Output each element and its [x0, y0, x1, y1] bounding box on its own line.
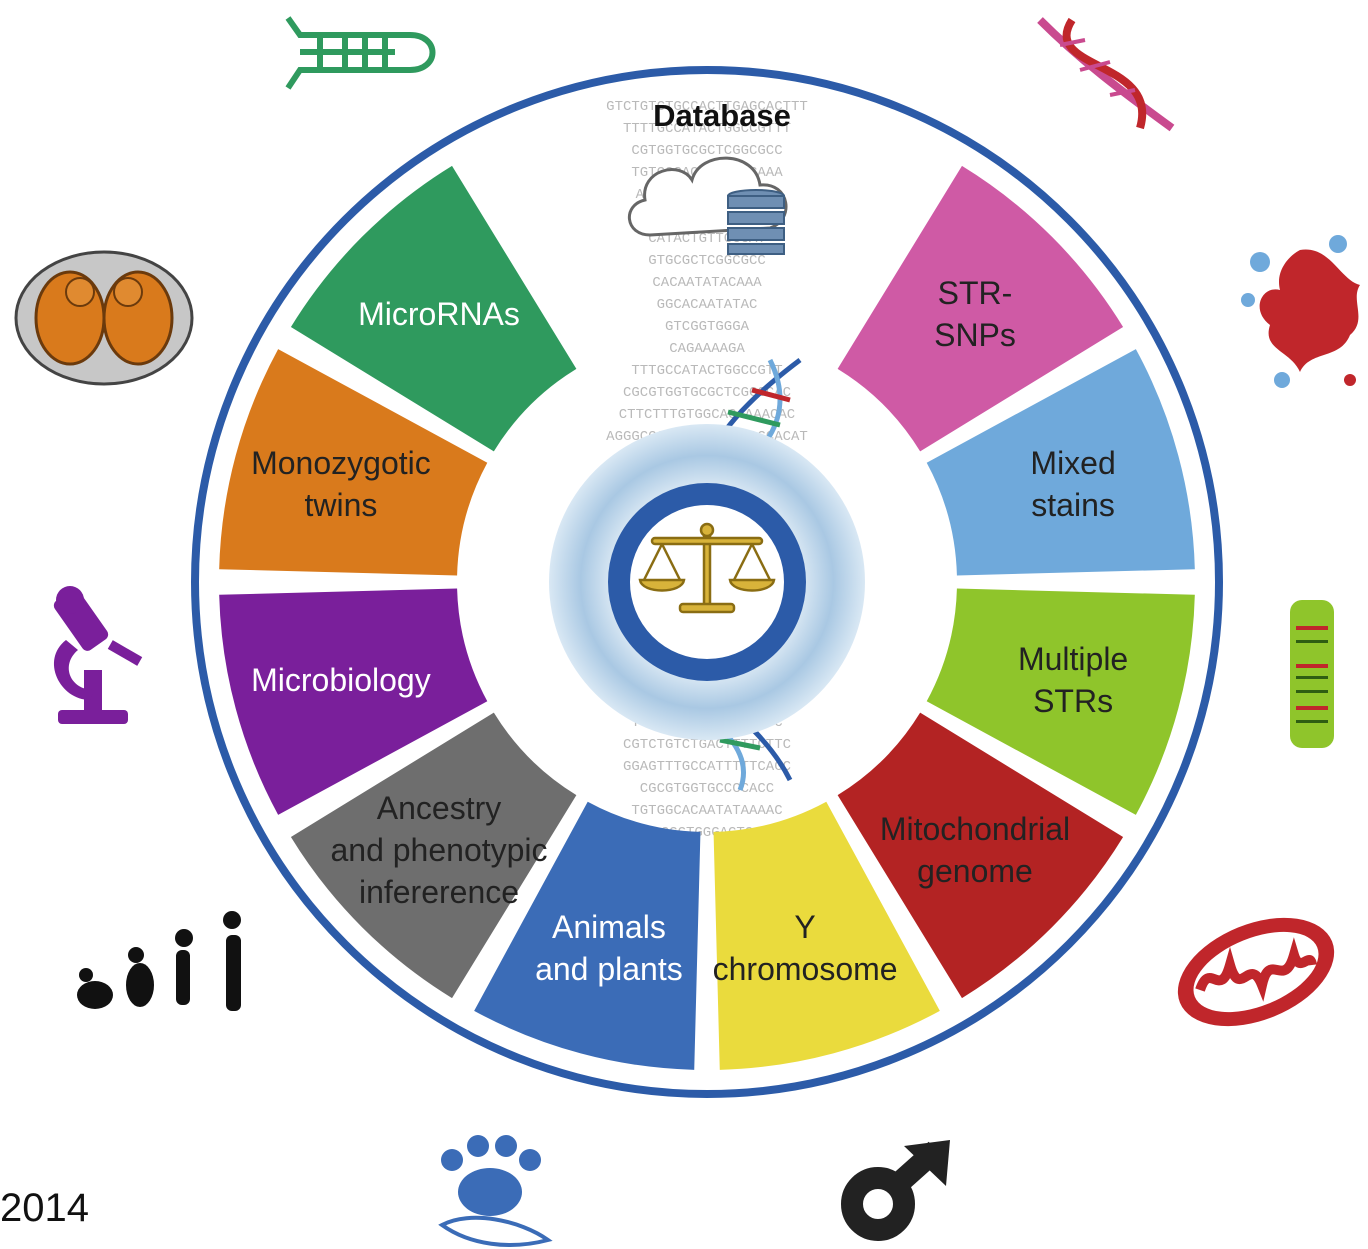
svg-text:GTCGGTGGGA: GTCGGTGGGA: [665, 319, 750, 335]
svg-text:CGCGTGGTGCCCCACC: CGCGTGGTGCCCCACC: [640, 781, 774, 797]
dna-helix-icon: [1037, 17, 1175, 132]
scales-of-justice-icon: [638, 522, 776, 614]
segment-5: [474, 801, 701, 1070]
svg-text:GGAGTTTGCCATTTTTCAGC: GGAGTTTGCCATTTTTCAGC: [623, 759, 791, 775]
cloud-database-icon: [627, 156, 788, 255]
segment-9: [290, 165, 577, 452]
segment-7: [219, 588, 488, 815]
segment-label-7: Microbiology: [251, 662, 431, 698]
svg-text:CGCGTGGTGCGCTCGGCCAC: CGCGTGGTGCGCTCGGCCAC: [623, 385, 791, 401]
svg-text:TTTGCCATACTGGCCGTT: TTTGCCATACTGGCCGTT: [631, 363, 782, 379]
segment-3: [837, 712, 1124, 999]
segment-8: [219, 349, 488, 576]
svg-text:GTCTGTCTGCCACTTGAGCACTTT: GTCTGTCTGCCACTTGAGCACTTT: [606, 99, 808, 115]
paw-leaf-icon: [438, 1135, 553, 1247]
segment-4: [713, 801, 940, 1070]
mitochondrion-icon: [1177, 917, 1335, 1027]
svg-text:GTGCGCTCGGCGCC: GTGCGCTCGGCGCC: [648, 253, 766, 269]
year-label: 2014: [0, 1186, 89, 1230]
male-symbol-arrowhead: [904, 1140, 950, 1186]
svg-text:TGTGGCACAATATAAAAC: TGTGGCACAATATAAAAC: [631, 803, 782, 819]
svg-text:TTTTGCCATACTGGCCGTTT: TTTTGCCATACTGGCCGTTT: [623, 121, 791, 137]
svg-text:GGCACAATATAC: GGCACAATATAC: [657, 297, 758, 313]
segment-2: [926, 588, 1195, 815]
human-evolution-icon: [77, 911, 241, 1011]
segment-1: [926, 349, 1195, 576]
twins-embryo-icon: [14, 250, 194, 386]
microscope-icon: [53, 586, 143, 724]
blood-splatter-icon: [1241, 235, 1360, 388]
segment-0: [837, 165, 1124, 452]
segment-label-9: MicroRNAs: [358, 296, 520, 332]
str-gel-bands-icon: [1290, 600, 1334, 748]
segment-label-0: STR-SNPs: [934, 275, 1016, 353]
outer-ring: [191, 66, 1223, 1098]
svg-text:CACAATATACAAA: CACAATATACAAA: [652, 275, 762, 291]
microrna-hairpin-icon: [285, 16, 436, 90]
center-title: Database: [653, 98, 791, 133]
svg-text:CGTGGTGCGCTCGGCGCC: CGTGGTGCGCTCGGCGCC: [631, 143, 782, 159]
segment-6: [290, 712, 577, 999]
svg-text:CGTCTGTCTGACTTTTCTTC: CGTCTGTCTGACTTTTCTTC: [623, 737, 791, 753]
svg-text:CAGAAAAGA: CAGAAAAGA: [669, 341, 745, 357]
